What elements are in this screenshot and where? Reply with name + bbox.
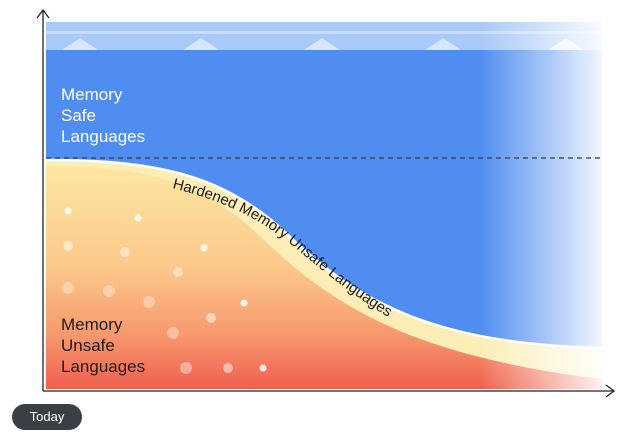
x-axis-arrow: [605, 384, 616, 398]
today-badge: Today: [12, 404, 82, 430]
unsafe-region-label: Memory Unsafe Languages: [61, 314, 145, 377]
unsafe-label-line: Unsafe: [61, 336, 115, 355]
safe-label-line: Languages: [61, 127, 146, 146]
safe-label-line: Memory: [61, 85, 123, 104]
unsafe-label-line: Memory: [61, 315, 123, 334]
safe-region-label: Memory Safe Languages: [61, 84, 145, 147]
safe-label-line: Safe: [61, 106, 96, 125]
y-axis-arrow: [36, 8, 50, 19]
axes: [36, 8, 616, 398]
unsafe-label-line: Languages: [61, 357, 146, 376]
future-fade: [46, 22, 602, 389]
